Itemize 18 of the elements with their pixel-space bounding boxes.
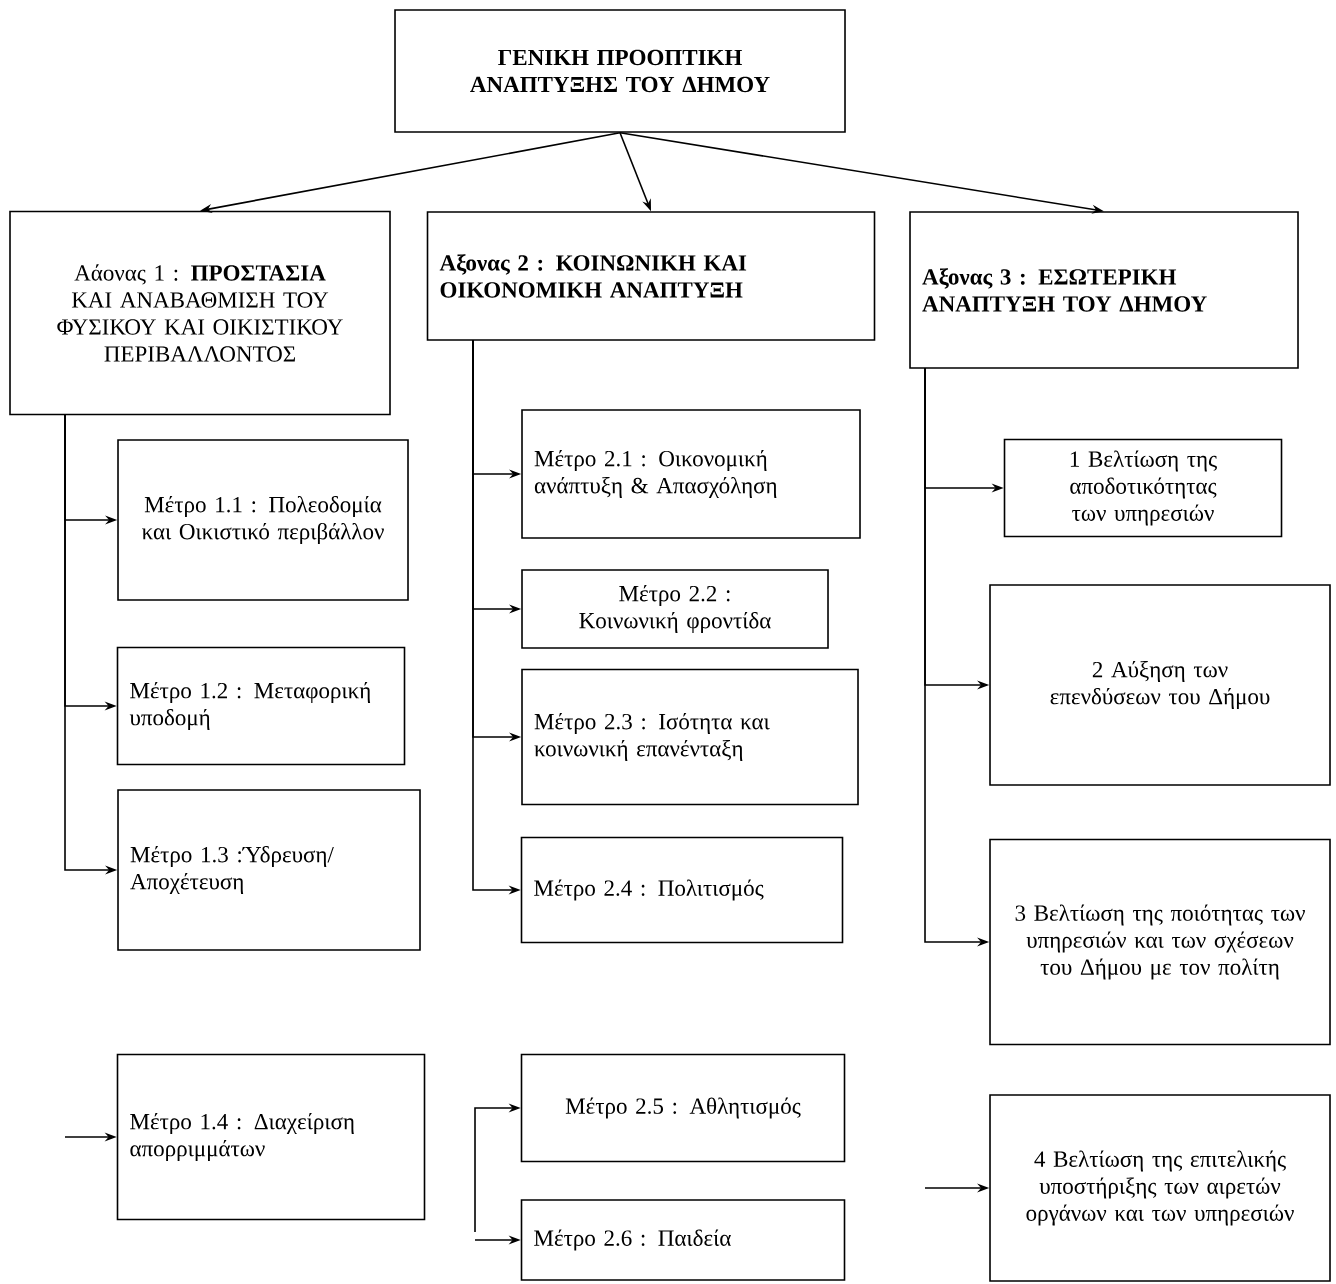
measure-box: Μέτρο 2.4 : Πολιτισμός <box>520 836 844 944</box>
measure-box: Μέτρο 1.1 : Πολεοδομία και Οικιστικό περιβάλλον <box>117 439 409 601</box>
measure-box: Μέτρο 2.3 : Ισότητα και κοινωνική επανένταξη <box>521 668 859 806</box>
measure-box: Μέτρο 1.2 : Μεταφορική υποδομή <box>116 646 406 766</box>
title-box: ΓΕΝΙΚΗ ΠΡΟΟΠΤΙΚΗ ΑΝΑΠΤΥΞΗΣ ΤΟΥ ΔΗΜΟΥ <box>394 9 846 133</box>
measure-box: Μέτρο 1.4 : Διαχείριση απορριμμάτων <box>116 1053 426 1221</box>
measure-box: Μέτρο 2.2 : Κοινωνική φροντίδα <box>521 569 829 649</box>
objective-box: 4 Βελτίωση της επιτελικής υποστήριξης των αιρετών οργάνων και των υπηρεσιών <box>989 1094 1331 1282</box>
measure-box: Μέτρο 2.5 : Αθλητισμός <box>520 1053 846 1163</box>
objective-box: 1 Βελτίωση της αποδοτικότητας των υπηρεσιών <box>1003 438 1283 538</box>
axis-box: Αξονας 2 : ΚΟΙΝΩΝΙΚΗ ΚΑΙ ΟΙΚΟΝΟΜΙΚΗ ΑΝΑΠΤΥΞΗ <box>426 211 876 341</box>
measure-box: Μέτρο 2.1 : Οικονομική ανάπτυξη & Απασχόληση <box>521 409 861 539</box>
measure-box: Μέτρο 2.6 : Παιδεία <box>520 1199 846 1281</box>
axis-box: Αάονας 1 : ΠΡΟΣΤΑΣΙΑ ΚΑΙ ΑΝΑΒΑΘΜΙΣΗ ΤΟΥ ΦΥΣΙΚΟΥ ΚΑΙ ΟΙΚΙΣΤΙΚΟΥ ΠΕΡΙΒΑΛΛΟΝΤΟΣ <box>9 210 391 416</box>
objective-box: 2 Αύξηση των επενδύσεων του Δήμου <box>989 584 1331 786</box>
measure-box: Μέτρο 1.3 :Ύδρευση/ Αποχέτευση <box>117 789 421 951</box>
axis-box: Αξονας 3 : ΕΣΩΤΕΡΙΚΗ ΑΝΑΠΤΥΞΗ ΤΟΥ ΔΗΜΟΥ <box>909 211 1299 369</box>
objective-box: 3 Βελτίωση της ποιότητας των υπηρεσιών και των σχέσεων του Δήμου με τον πολίτη <box>989 838 1331 1046</box>
